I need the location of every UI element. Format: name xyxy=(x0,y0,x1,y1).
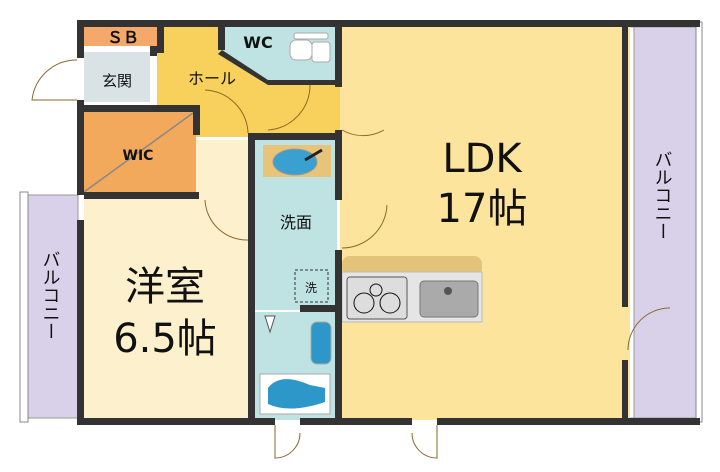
toilet-icon xyxy=(289,32,331,63)
label-wc: WC xyxy=(243,33,272,52)
sink-icon xyxy=(419,280,479,318)
label-sb: ＳＢ xyxy=(107,28,139,47)
stove-icon xyxy=(346,276,408,320)
bathtub-icon xyxy=(259,321,332,415)
room-sb xyxy=(84,27,162,46)
label-genkan: 玄関 xyxy=(102,72,132,90)
walls xyxy=(77,20,700,425)
room-ldk xyxy=(340,27,630,420)
label-hall: ホール xyxy=(188,69,236,88)
label-balcony-right: バルコニー xyxy=(652,150,673,240)
label-ldk-size: 17帖 xyxy=(437,186,528,232)
room-wic xyxy=(84,112,196,194)
room-genkan xyxy=(84,52,150,102)
washer-space xyxy=(294,269,329,303)
label-youshitsu-name: 洋室 xyxy=(125,264,205,310)
balcony-left xyxy=(23,194,79,419)
label-youshitsu-size: 6.5帖 xyxy=(113,316,217,362)
label-wic: WIC xyxy=(123,148,154,164)
balcony-right xyxy=(627,26,699,419)
doors xyxy=(31,59,671,459)
label-senmen: 洗面 xyxy=(280,213,312,232)
kitchen-counter xyxy=(341,256,483,323)
label-ldk-name: LDK xyxy=(442,136,523,182)
washbasin-icon xyxy=(263,145,331,177)
label-washer: 洗 xyxy=(305,281,317,295)
room-youshitsu xyxy=(84,196,248,420)
label-balcony-left: バルコニー xyxy=(40,250,61,340)
